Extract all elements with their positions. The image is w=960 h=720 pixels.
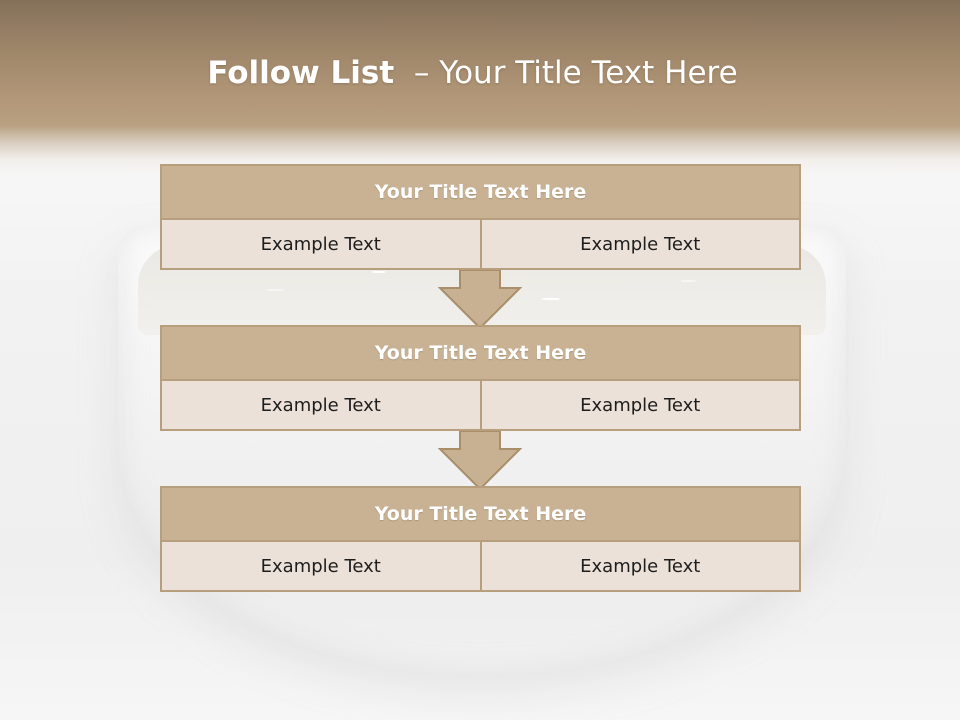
step-box-1: Your Title Text Here Example Text Exampl… <box>160 164 801 270</box>
down-arrow-icon <box>438 270 522 330</box>
step-row-2: Example Text Example Text <box>160 381 801 431</box>
step-1-cell-left: Example Text <box>160 220 480 270</box>
step-3-cell-left: Example Text <box>160 542 480 592</box>
slide-title-rest: – Your Title Text Here <box>413 55 738 91</box>
step-row-1: Example Text Example Text <box>160 220 801 270</box>
slide-title-bold: Follow List <box>207 55 395 91</box>
slide-title: Follow List – Your Title Text Here <box>0 55 945 91</box>
step-2-cell-right: Example Text <box>479 381 801 431</box>
step-3-cell-right: Example Text <box>479 542 801 592</box>
step-box-2: Your Title Text Here Example Text Exampl… <box>160 325 801 431</box>
step-title-2: Your Title Text Here <box>160 325 801 381</box>
step-row-3: Example Text Example Text <box>160 542 801 592</box>
step-box-3: Your Title Text Here Example Text Exampl… <box>160 486 801 592</box>
step-1-cell-right: Example Text <box>479 220 801 270</box>
step-2-cell-left: Example Text <box>160 381 480 431</box>
step-title-1: Your Title Text Here <box>160 164 801 220</box>
step-title-3: Your Title Text Here <box>160 486 801 542</box>
down-arrow-icon <box>438 431 522 491</box>
header-band <box>0 0 960 175</box>
